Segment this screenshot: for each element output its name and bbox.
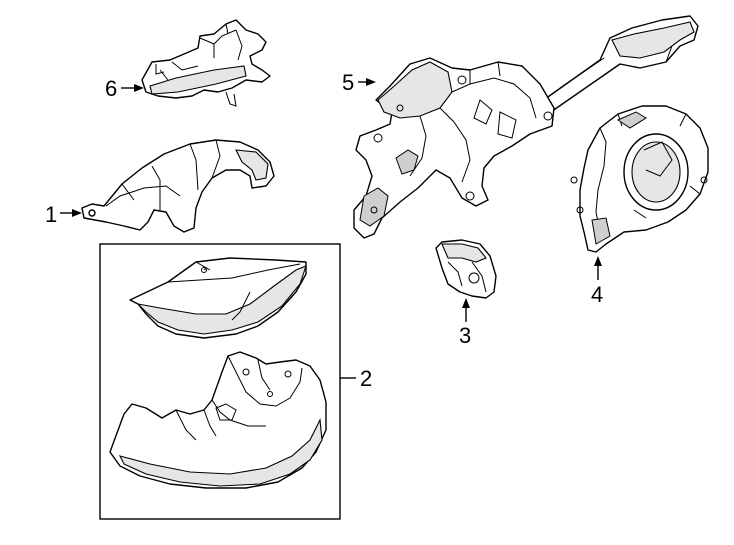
callout-2-label: 2 [360, 366, 372, 391]
part-5-column-switch [353, 15, 699, 239]
part-2-upper-shroud [129, 257, 307, 339]
part-1-upper-cover [81, 139, 275, 233]
callout-5-arrow [366, 78, 376, 86]
part-2-group-box [99, 243, 341, 520]
callout-3: 3 [459, 298, 471, 348]
callout-6-arrow [134, 84, 144, 92]
callout-1-arrow [72, 209, 82, 217]
callout-2: 2 [340, 366, 372, 391]
callout-1: 1 [45, 202, 82, 227]
part-6-bracket [141, 19, 271, 107]
callout-4: 4 [591, 256, 603, 307]
callout-5: 5 [342, 70, 376, 95]
part-3-bracket [435, 239, 497, 299]
part-4-clockspring [570, 105, 709, 253]
callout-1-label: 1 [45, 202, 57, 227]
callout-4-arrow [594, 256, 602, 266]
callout-5-label: 5 [342, 70, 354, 95]
callout-6-label: 6 [105, 76, 117, 101]
callout-3-arrow [462, 298, 470, 308]
callout-6: 6 [105, 76, 144, 101]
callout-4-label: 4 [591, 282, 603, 307]
part-2-lower-shroud [109, 351, 327, 489]
callout-3-label: 3 [459, 323, 471, 348]
